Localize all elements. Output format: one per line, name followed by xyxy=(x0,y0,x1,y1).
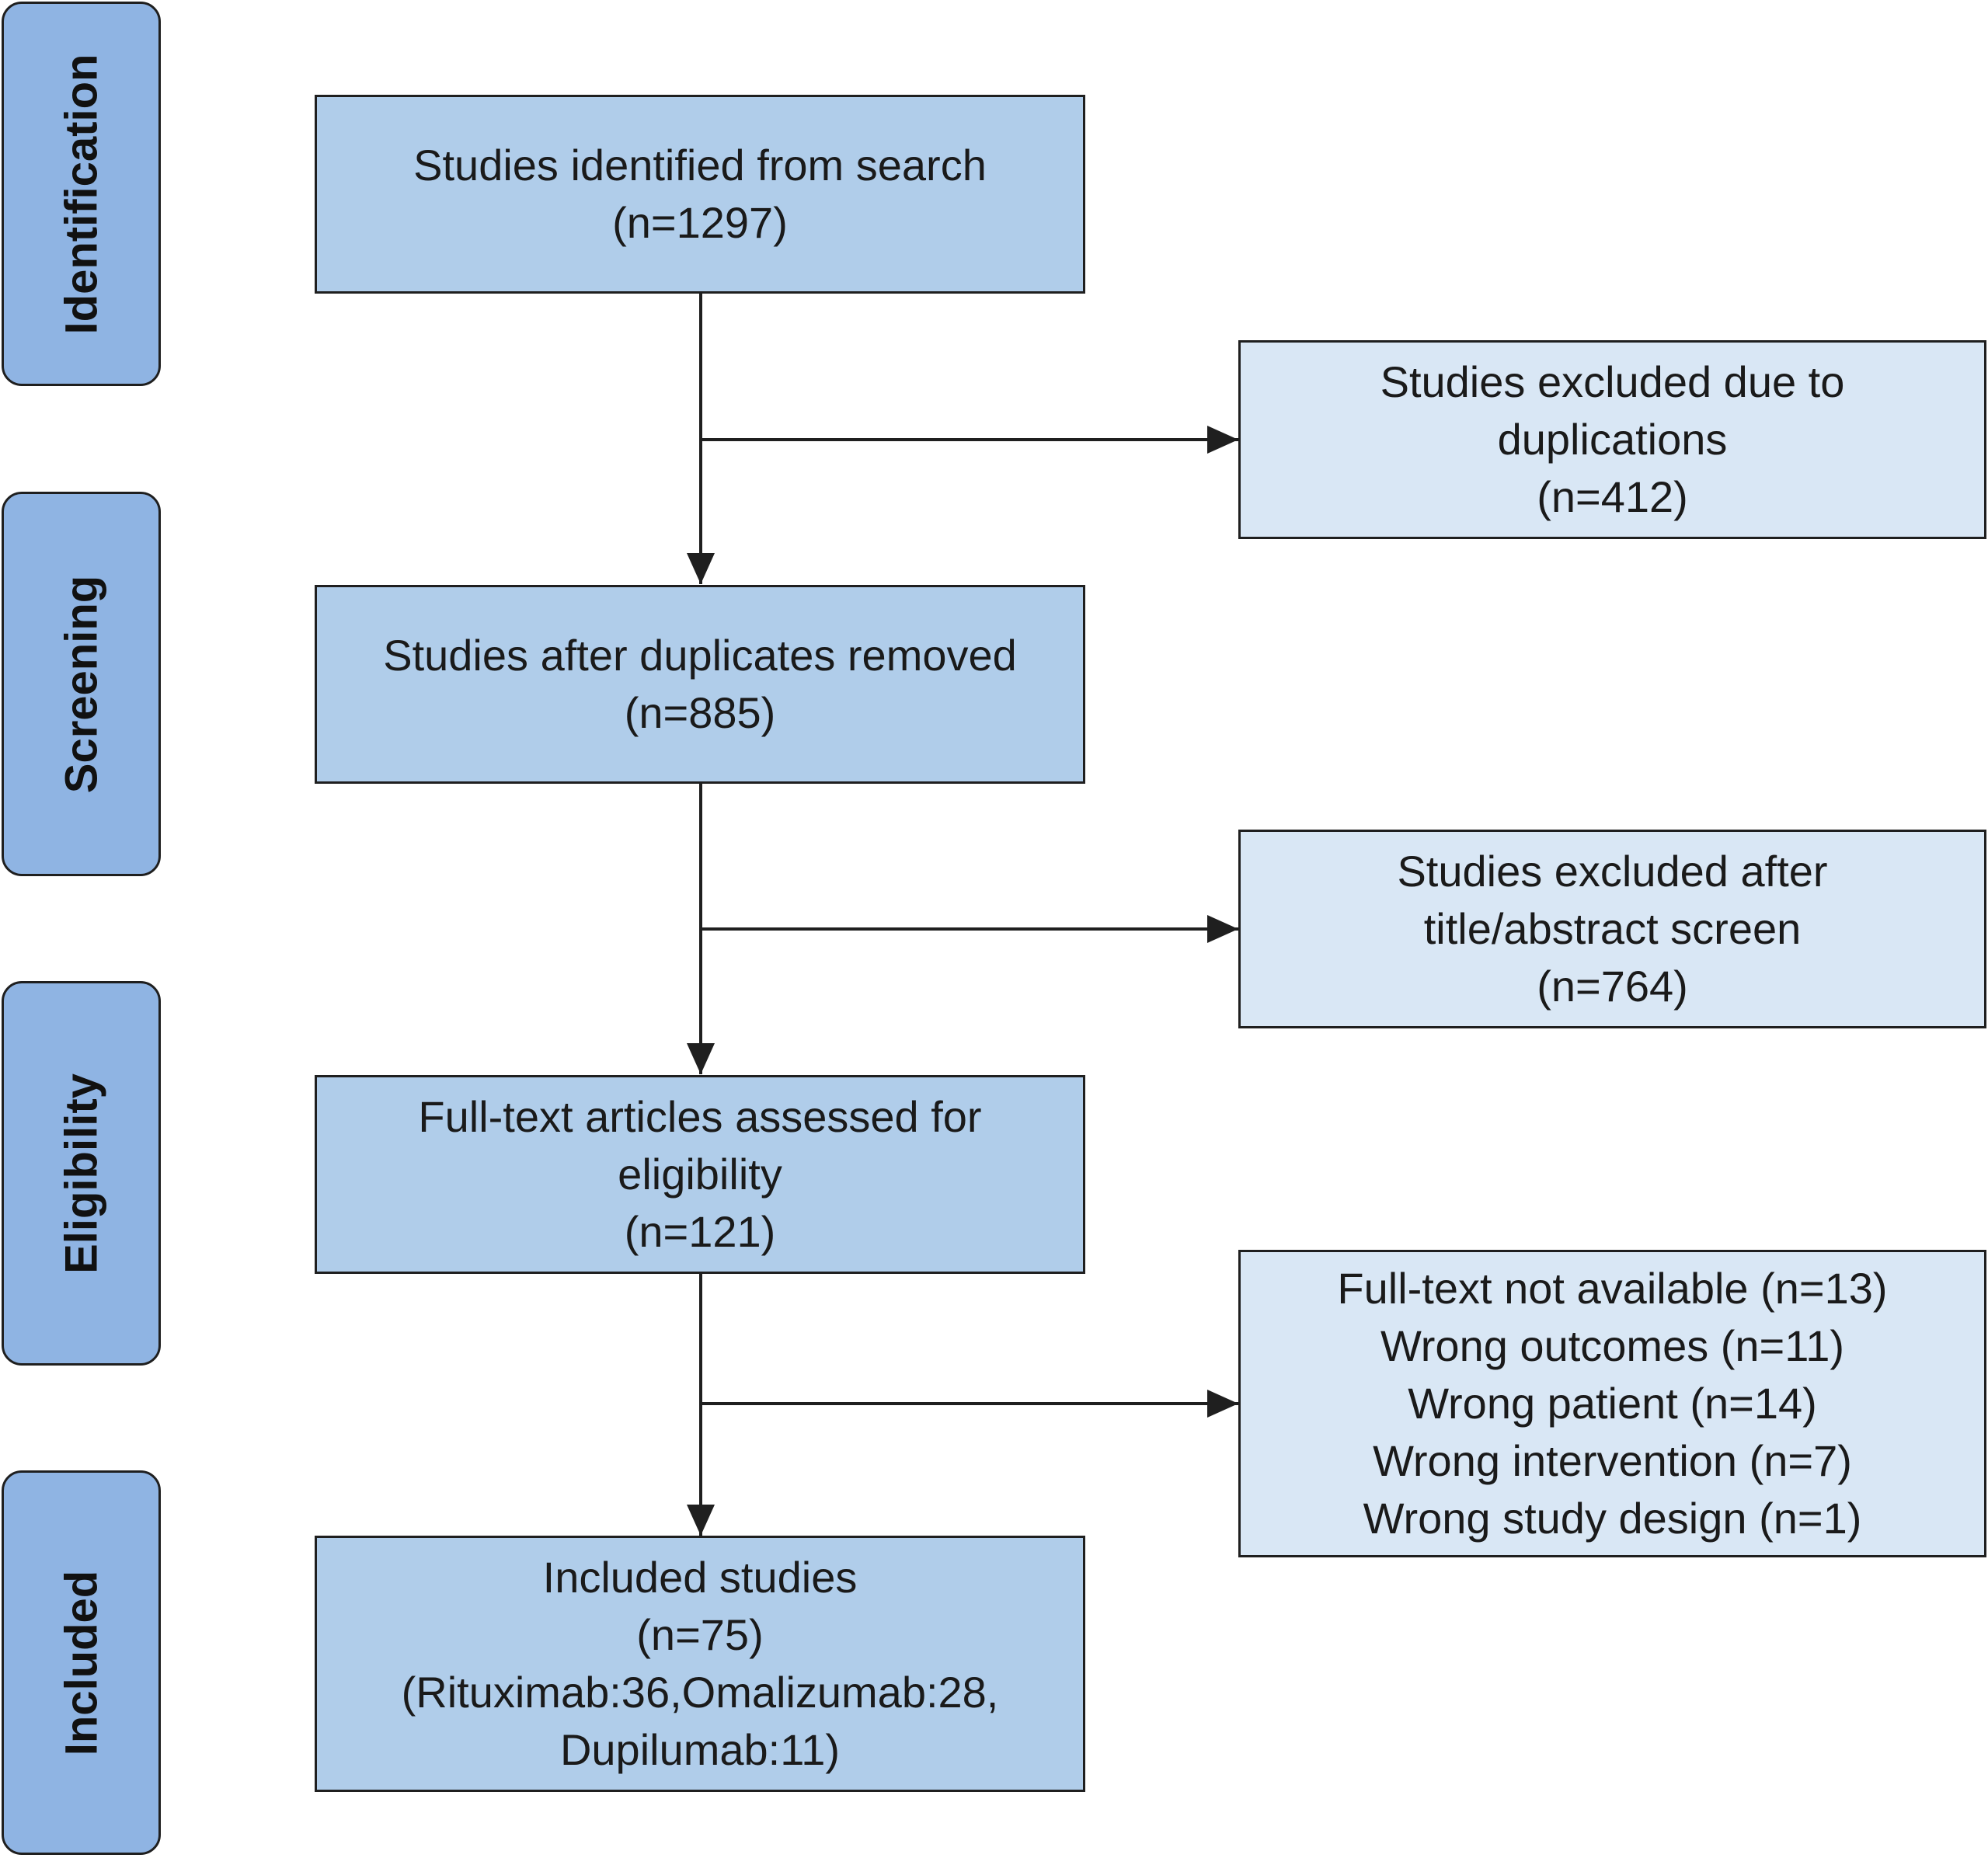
box-line: Wrong intervention (n=7) xyxy=(1373,1436,1852,1485)
box-line: (n=412) xyxy=(1537,472,1688,521)
box-line: Wrong patient (n=14) xyxy=(1408,1379,1817,1428)
box-studies-identified: Studies identified from search (n=1297) xyxy=(315,95,1085,294)
box-line: (n=885) xyxy=(624,688,776,737)
box-line: (n=1297) xyxy=(612,198,788,247)
box-line: Wrong study design (n=1) xyxy=(1363,1494,1862,1543)
stage-screening: Screening xyxy=(2,492,161,876)
box-line: Included studies xyxy=(542,1553,858,1602)
box-line: Full-text articles assessed for xyxy=(418,1092,982,1141)
box-line: (n=764) xyxy=(1537,962,1688,1011)
box-line: Studies after duplicates removed xyxy=(383,631,1017,680)
stage-included: Included xyxy=(2,1470,161,1855)
box-line: Full-text not available (n=13) xyxy=(1337,1264,1888,1313)
box-line: eligibility xyxy=(618,1150,782,1199)
box-title-abstract-excluded: Studies excluded after title/abstract sc… xyxy=(1238,830,1986,1028)
box-included-studies: Included studies (n=75) (Rituximab:36,Om… xyxy=(315,1536,1085,1792)
box-line: title/abstract screen xyxy=(1423,904,1802,953)
box-fulltext-excluded: Full-text not available (n=13) Wrong out… xyxy=(1238,1250,1986,1557)
box-line: (n=121) xyxy=(624,1207,776,1256)
stage-eligibility: Eligibility xyxy=(2,981,161,1366)
box-line: Studies excluded due to xyxy=(1380,357,1845,406)
box-line: Studies excluded after xyxy=(1397,847,1828,896)
box-duplicates-excluded: Studies excluded due to duplications (n=… xyxy=(1238,340,1986,539)
stage-identification: Identification xyxy=(2,2,161,386)
box-line: (Rituximab:36,Omalizumab:28, xyxy=(401,1668,999,1717)
box-after-duplicates: Studies after duplicates removed (n=885) xyxy=(315,585,1085,784)
box-line: Studies identified from search xyxy=(413,141,987,190)
box-line: duplications xyxy=(1497,415,1728,464)
box-line: (n=75) xyxy=(636,1610,764,1659)
box-line: Dupilumab:11) xyxy=(559,1725,841,1774)
box-line: Wrong outcomes (n=11) xyxy=(1380,1321,1845,1370)
box-fulltext-assessed: Full-text articles assessed for eligibil… xyxy=(315,1075,1085,1274)
